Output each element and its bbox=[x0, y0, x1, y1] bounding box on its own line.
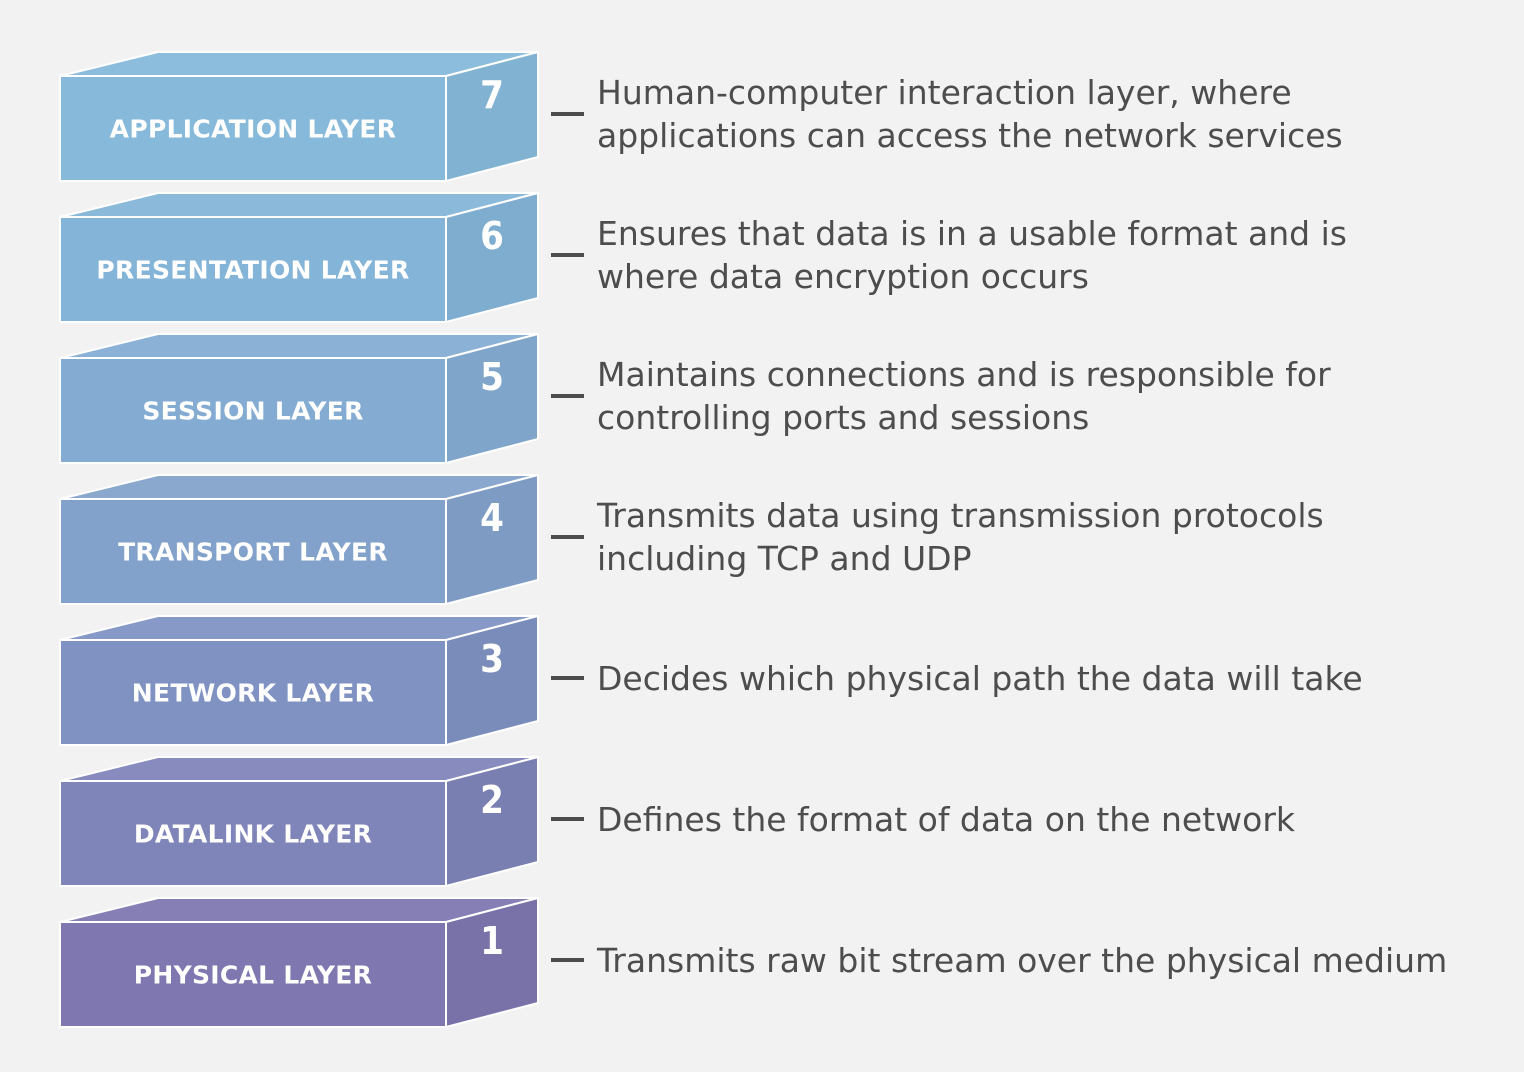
layer-side-face bbox=[445, 333, 539, 464]
layer-name: TRANSPORT LAYER bbox=[118, 538, 388, 567]
description-line: Transmits data using transmission protoc… bbox=[596, 496, 1324, 535]
layer-name: APPLICATION LAYER bbox=[110, 115, 397, 144]
layer-number: 1 bbox=[480, 919, 504, 963]
layer-description: Transmits data using transmission protoc… bbox=[596, 496, 1324, 578]
layer-name: DATALINK LAYER bbox=[134, 820, 372, 849]
description-line: Human-computer interaction layer, where bbox=[597, 73, 1292, 112]
layer-number: 4 bbox=[480, 496, 504, 540]
layer-number: 6 bbox=[480, 214, 504, 258]
layer-description: Decides which physical path the data wil… bbox=[597, 659, 1363, 698]
layer-front-face bbox=[59, 498, 447, 605]
layer-name: PRESENTATION LAYER bbox=[96, 256, 409, 285]
layer-name: SESSION LAYER bbox=[142, 397, 363, 426]
layer-block-4: TRANSPORT LAYER 4 Transmits data using tra… bbox=[59, 474, 1324, 605]
layer-block-5: SESSION LAYER 5 Maintains connections and … bbox=[59, 333, 1331, 464]
layer-description: Transmits raw bit stream over the physic… bbox=[596, 941, 1447, 980]
layer-name: NETWORK LAYER bbox=[132, 679, 374, 708]
layer-block-6: PRESENTATION LAYER 6 Ensures that data is … bbox=[59, 192, 1347, 323]
layer-description: Ensures that data is in a usable format … bbox=[597, 214, 1347, 296]
layer-front-face bbox=[59, 216, 447, 323]
layer-block-7: APPLICATION LAYER 7 Human-computer interac… bbox=[59, 51, 1343, 182]
layer-front-face bbox=[59, 357, 447, 464]
layer-side-face bbox=[445, 192, 539, 323]
layer-number: 7 bbox=[480, 73, 504, 117]
layer-front-face bbox=[59, 639, 447, 746]
layer-side-face bbox=[445, 51, 539, 182]
layer-front-face bbox=[59, 75, 447, 182]
description-line: Defines the format of data on the networ… bbox=[597, 800, 1296, 839]
layer-description: Maintains connections and is responsible… bbox=[597, 355, 1331, 437]
layer-number: 5 bbox=[480, 355, 504, 399]
layer-description: Defines the format of data on the networ… bbox=[597, 800, 1296, 839]
description-line: Maintains connections and is responsible… bbox=[597, 355, 1331, 394]
description-line: Ensures that data is in a usable format … bbox=[597, 214, 1347, 253]
layer-name: PHYSICAL LAYER bbox=[134, 961, 373, 990]
layer-number: 3 bbox=[480, 637, 504, 681]
layer-side-face bbox=[445, 474, 539, 605]
description-line: applications can access the network serv… bbox=[597, 116, 1343, 155]
description-line: Transmits raw bit stream over the physic… bbox=[596, 941, 1447, 980]
description-line: including TCP and UDP bbox=[597, 539, 971, 578]
description-line: where data encryption occurs bbox=[597, 257, 1089, 296]
layer-description: Human-computer interaction layer, where a… bbox=[597, 73, 1343, 155]
description-line: controlling ports and sessions bbox=[597, 398, 1089, 437]
description-line: Decides which physical path the data wil… bbox=[597, 659, 1363, 698]
layer-side-face bbox=[445, 615, 539, 746]
layer-front-face bbox=[59, 780, 447, 887]
layer-side-face bbox=[445, 897, 539, 1028]
layer-number: 2 bbox=[480, 778, 504, 822]
layer-side-face bbox=[445, 756, 539, 887]
